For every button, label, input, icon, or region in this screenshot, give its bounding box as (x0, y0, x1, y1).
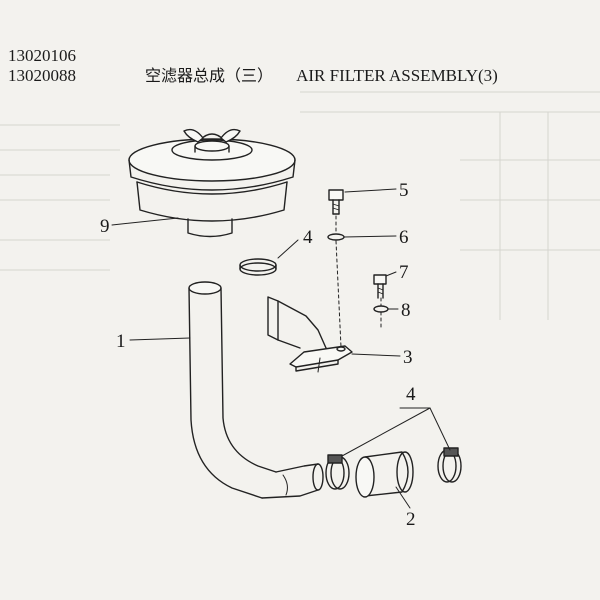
washer-upper-drawing (327, 233, 345, 241)
title-chinese: 空滤器总成（三） (145, 66, 274, 85)
intake-pipe-drawing (188, 281, 324, 499)
callout-3: 3 (403, 347, 413, 368)
callout-6: 6 (399, 227, 409, 248)
bolt-upper-drawing (328, 189, 344, 215)
assembly-guides (335, 215, 382, 348)
leader-lines (111, 188, 451, 509)
hose-clamp-upper-drawing (239, 258, 277, 276)
support-bracket-drawing (267, 296, 353, 373)
hose-clamp-lower-left-drawing (325, 454, 350, 490)
callout-8: 8 (401, 300, 411, 321)
bolt-lower-drawing (373, 274, 387, 299)
part-codes: 13020106 13020088 (8, 46, 76, 86)
washer-lower-drawing (373, 305, 389, 313)
hose-clamp-lower-right-drawing (437, 447, 462, 483)
title-english: AIR FILTER ASSEMBLY(3) (296, 66, 498, 85)
callout-9: 9 (100, 216, 110, 237)
callout-7: 7 (399, 262, 409, 283)
part-code-1: 13020106 (8, 46, 76, 65)
rubber-hose-drawing (355, 451, 414, 498)
page-title: 空滤器总成（三） AIR FILTER ASSEMBLY(3) (145, 62, 498, 86)
callout-1: 1 (116, 331, 126, 352)
callout-4-upper: 4 (303, 227, 313, 248)
air-filter-drawing (128, 128, 296, 238)
callout-2: 2 (406, 509, 416, 530)
part-code-2: 13020088 (8, 66, 76, 85)
callout-5: 5 (399, 180, 409, 201)
callout-4-lower: 4 (406, 384, 416, 405)
